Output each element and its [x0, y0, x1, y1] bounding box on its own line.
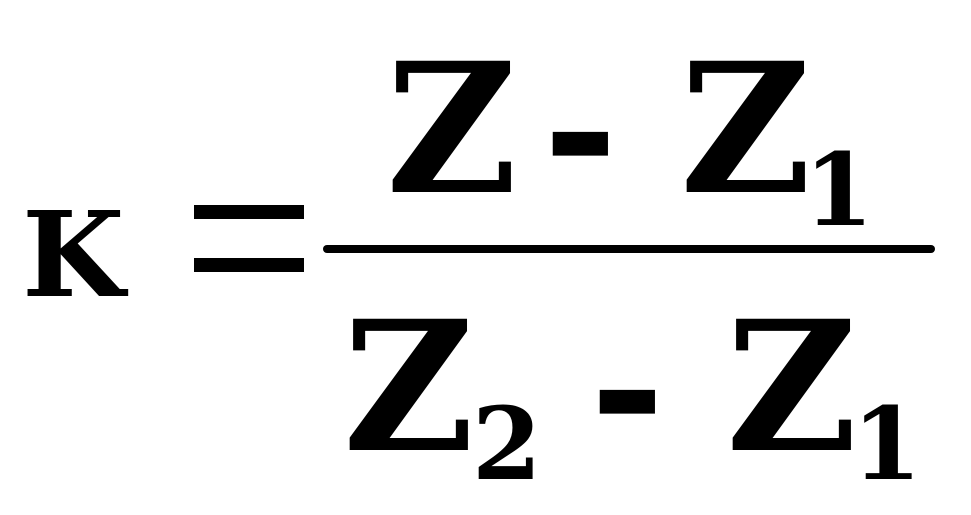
denominator-term-z2: Z [343, 282, 475, 493]
numerator-term-z1: Z [680, 24, 812, 235]
numerator-subscript-1: 1 [804, 131, 874, 249]
equals-sign-top-bar [194, 205, 304, 219]
numerator-minus: - [543, 24, 618, 235]
numerator-term-z: Z [386, 24, 518, 235]
equals-sign-bottom-bar [194, 258, 304, 272]
denominator-subscript-2: 2 [472, 385, 542, 503]
denominator-subscript-1: 1 [852, 385, 922, 503]
denominator-minus: - [590, 282, 665, 493]
denominator-term-z1: Z [726, 282, 858, 493]
formula-lhs-k: K [22, 185, 125, 324]
fraction-bar [323, 245, 935, 253]
